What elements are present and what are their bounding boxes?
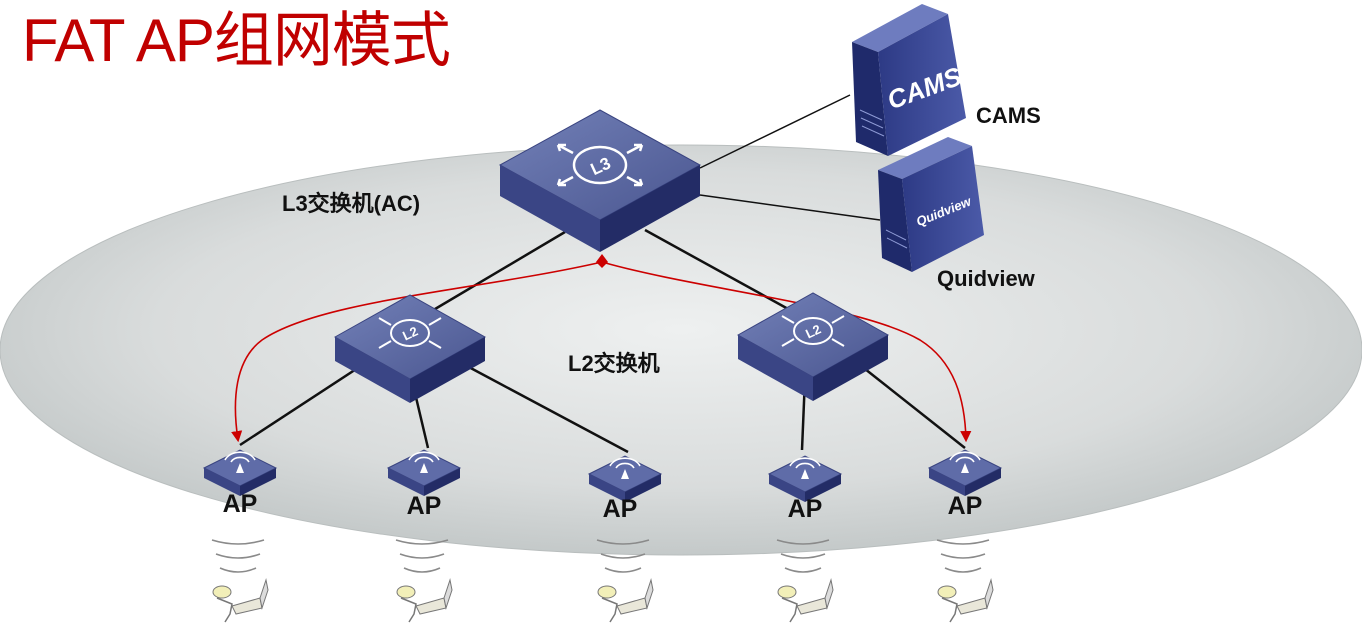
roaming-arrow-left [231,261,603,443]
l2-icon-text: L2 [803,321,823,341]
l2-switch-label: L2交换机 [568,351,660,376]
wireless-client-icon [395,539,453,623]
ap-label: AP [602,495,638,523]
link-l3-quidview [699,194,881,221]
l3-switch-label: L3交换机(AC) [282,191,421,216]
l3-switch-icon: L3 [498,109,702,252]
link-l3-cams [699,94,851,169]
ap-label: AP [787,495,823,523]
ap-icon [587,455,663,502]
link-l2r-ap5 [859,364,966,449]
cams-server-icon: CAMS [852,4,966,156]
quidview-label: Quidview [937,266,1035,291]
l2-switch-left-icon: L2 [333,294,487,403]
cams-label: CAMS [976,103,1041,128]
quidview-server-icon: Quidview [878,137,984,272]
link-l3-l2-left [429,230,566,314]
l2-icon-text: L2 [400,323,420,343]
network-domain-ellipse [0,144,1362,556]
ap-icon [767,455,843,502]
ap-label: AP [222,490,258,518]
ap-icon [202,449,278,496]
wireless-client-icon [936,539,994,623]
wireless-client-icon [776,539,834,623]
ap-icon [386,449,462,496]
ap-icon [927,449,1003,496]
wireless-client-icon [596,539,654,623]
wireless-clients [211,539,994,623]
l2-switch-right-icon: L2 [736,292,890,401]
roaming-arrow-right [601,261,972,443]
ap-label: AP [406,492,442,520]
wireless-client-icon [211,539,269,623]
page-title: FAT AP组网模式 [22,7,451,74]
link-l2l-ap1 [239,358,371,447]
ap-devices [202,449,1003,502]
ap-label: AP [947,492,983,520]
link-l2l-ap3 [464,363,629,454]
arrow-source-marker [596,254,608,268]
roaming-arrows [231,261,972,443]
